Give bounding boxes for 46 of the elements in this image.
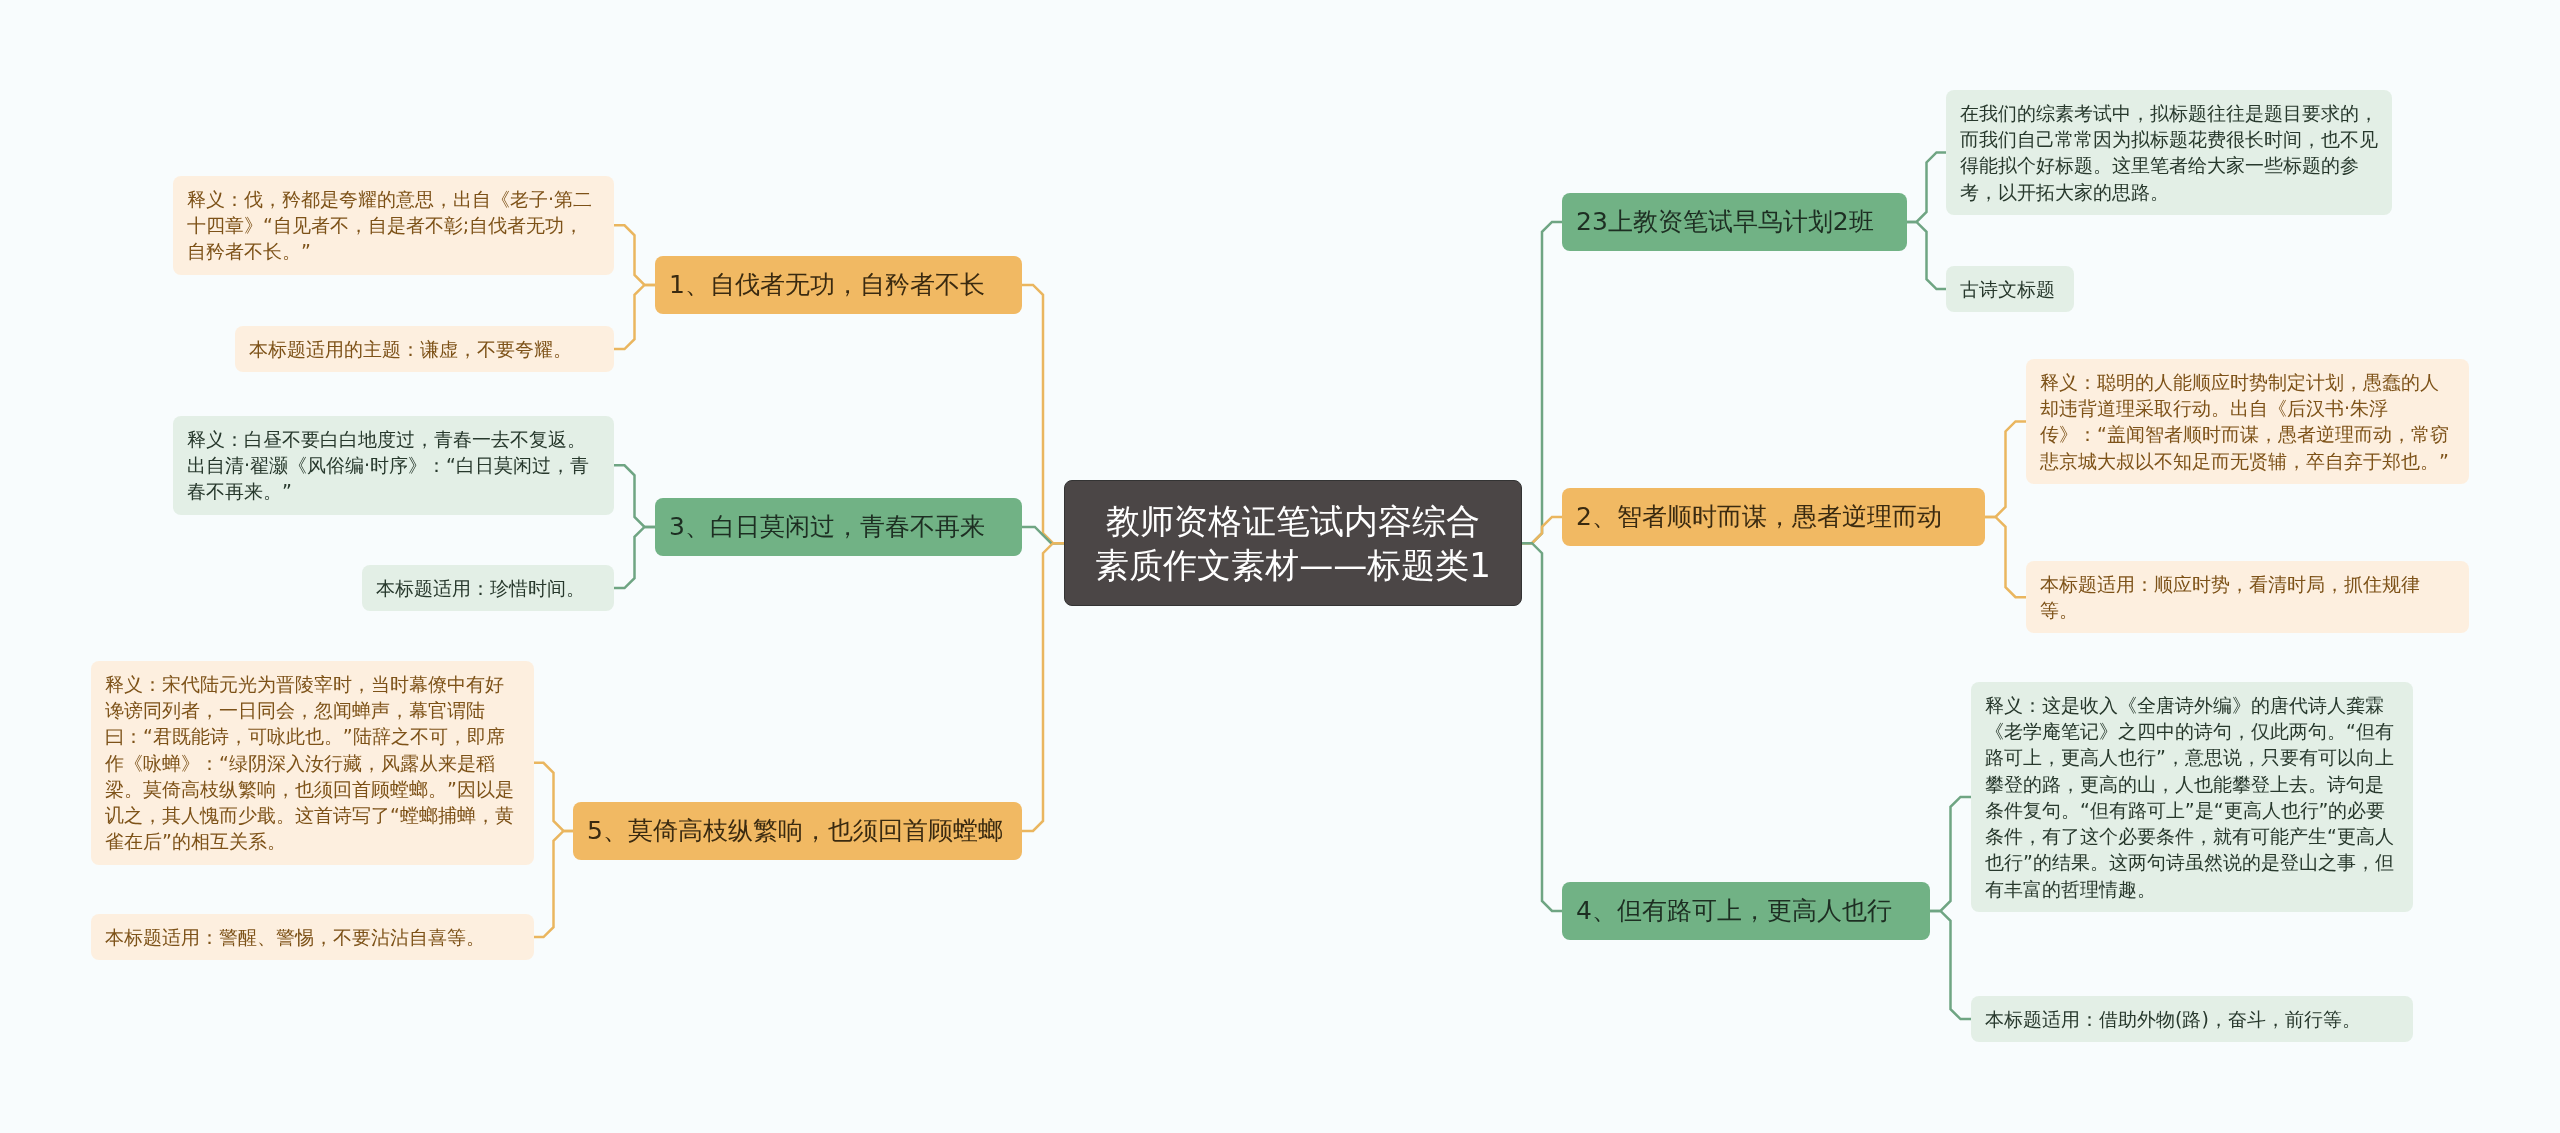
- note-box: [91, 661, 534, 865]
- branch-topic-box: [573, 802, 1022, 860]
- note-box: [1971, 996, 2413, 1043]
- branch-topic-box: [1562, 882, 1930, 940]
- connector-line: [1930, 909, 1971, 1021]
- note-text: 释义：伐，矜都是夸耀的意思，出自《老子·第二十四章》“自见者不，自是者不彰;自伐者无功，自矜者不长。”: [187, 187, 594, 265]
- connector-line: [1022, 541, 1064, 833]
- note-text: 释义：这是收入《全唐诗外编》的唐代诗人龚霖《老学庵笔记》之四中的诗句，仅此两句。“但有路可上，更高人也行”，意思说，只要有可以向上攀登的路，更高的山，人也能攀登上去。诗句是条件复句。“但有路可上”是“更高人也行”的必要条件，有了这个必要条件，就有可能产生“更高人也行”的结果。这两句诗虽然说的是登山之事，但有丰富的哲理情趣。: [1985, 693, 2395, 902]
- branch-topic-box: [1562, 193, 1907, 251]
- note-text: 在我们的综素考试中，拟标题往往是题目要求的，而我们自己常常因为拟标题花费很长时间，也不见得能拟个好标题。这里笔者给大家一些标题的参考，以开拓大家的思路。: [1960, 101, 2378, 205]
- note-text: 本标题适用：顺应时势，看清时局，抓住规律等。: [2040, 572, 2421, 624]
- connector-line: [1985, 515, 2026, 599]
- central-topic-box: [1064, 480, 1522, 607]
- branch-topic-box: [655, 256, 1022, 314]
- branch-topic-box: [1562, 488, 1985, 546]
- note-box: [235, 326, 614, 373]
- note-text: 释义：聪明的人能顺应时势制定计划，愚蠢的人却违背道理采取行动。出自《后汉书·朱浮传》：“盖闻智者顺时而谋，愚者逆理而动，常窃悲京城大叔以不知足而无贤辅，卒自弃于郑也。”: [2040, 370, 2450, 474]
- note-text: 古诗文标题: [1960, 277, 2056, 302]
- note-text: 本标题适用：珍惜时间。: [376, 576, 586, 601]
- connector-line: [614, 525, 655, 590]
- connector-line: [1907, 220, 1946, 291]
- topic-text: 1、自伐者无功，自矜者不长: [669, 269, 986, 301]
- note-text: 本标题适用：借助外物(路)，奋斗，前行等。: [1985, 1007, 2362, 1032]
- topic-text: 4、但有路可上，更高人也行: [1576, 895, 1893, 927]
- topic-text: 2、智者顺时而谋，愚者逆理而动: [1576, 501, 1943, 533]
- note-box: [173, 176, 614, 275]
- note-text: 释义：白昼不要白白地度过，青春一去不复返。出自清·翟灏《风俗编·时序》：“白日莫闲过，青春不再来。”: [187, 427, 590, 505]
- branch-topic-box: [655, 498, 1022, 556]
- connector-line: [534, 829, 573, 939]
- connector-line: [614, 283, 655, 351]
- note-box: [362, 565, 614, 612]
- note-text: 本标题适用的主题：谦虚，不要夸耀。: [249, 337, 573, 362]
- note-box: [2026, 359, 2469, 484]
- note-box: [1946, 266, 2074, 313]
- note-text: 本标题适用：警醒、警惕，不要沾沾自喜等。: [105, 925, 486, 950]
- connector-line: [1522, 541, 1562, 913]
- note-text: 释义：宋代陆元光为晋陵宰时，当时幕僚中有好谗谤同列者，一日同会，忽闻蝉声，幕官谓陆曰：“君既能诗，可咏此也。”陆辞之不可，即席作《咏蝉》：“绿阴深入汝行藏，风露从来是稻梁。莫倚高枝纵繁响，也须回首顾螳螂。”因以是讥之，其人愧而少戢。这首诗写了“螳螂捕蝉，黄雀在后”的相互关系。: [105, 672, 515, 855]
- note-box: [173, 416, 614, 515]
- note-box: [1971, 682, 2413, 912]
- note-box: [1946, 90, 2392, 215]
- topic-text: 23上教资笔试早鸟计划2班: [1576, 206, 1875, 238]
- topic-text: 3、白日莫闲过，青春不再来: [669, 511, 986, 543]
- note-box: [2026, 561, 2469, 634]
- topic-text: 教师资格证笔试内容综合素质作文素材——标题类1: [1094, 500, 1492, 588]
- note-box: [91, 914, 534, 961]
- topic-text: 5、莫倚高枝纵繁响，也须回首顾螳螂: [587, 815, 1004, 847]
